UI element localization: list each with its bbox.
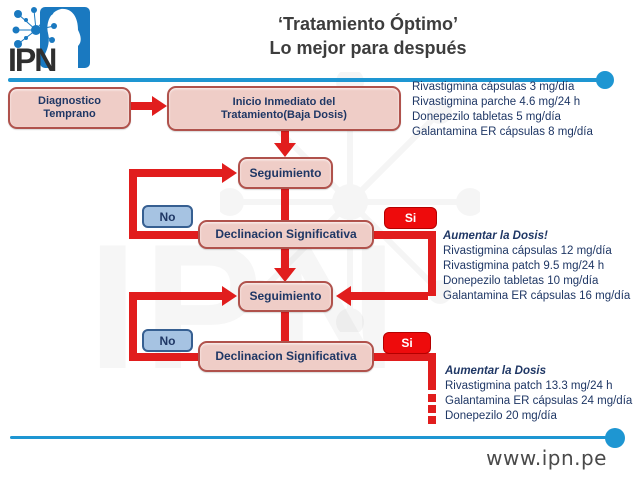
connector-inicio-seg1 xyxy=(281,131,289,145)
connector-si1-vertical xyxy=(428,231,436,296)
connector-dec1-seg2 xyxy=(281,249,289,269)
connector-si2-horizontal xyxy=(372,353,436,361)
arrowhead-down-icon xyxy=(274,143,296,157)
flow-box-inicio-tratamiento: Inicio Inmediato del Tratamiento(Baja Do… xyxy=(167,86,401,131)
note-mid-dose: Aumentar la Dosis! Rivastigmina cápsulas… xyxy=(443,229,638,304)
connector-no1-bottom xyxy=(129,231,198,239)
connector-si2-dash xyxy=(428,416,436,424)
note-line: Galantamina ER cápsulas 8 mg/día xyxy=(412,126,593,138)
note-line: Donepezilo tabletas 10 mg/día xyxy=(443,275,599,287)
title-line-2: Lo mejor para después xyxy=(269,38,467,58)
flow-box-seguimiento-1: Seguimiento xyxy=(238,157,333,189)
flow-box-seguimiento-2: Seguimiento xyxy=(238,281,333,312)
note-title: Aumentar la Dosis! xyxy=(443,230,548,242)
connector-seg1-dec1 xyxy=(281,189,289,221)
bottom-divider xyxy=(10,436,607,439)
top-divider-dot xyxy=(596,71,614,89)
logo-text: IPN xyxy=(8,42,55,78)
arrowhead-down-icon xyxy=(274,268,296,282)
slide-title: ‘Tratamiento Óptimo’ Lo mejor para despu… xyxy=(218,12,518,60)
note-line: Rivastigmina cápsulas 3 mg/día xyxy=(412,81,575,93)
neuron-dots-icon xyxy=(12,7,57,48)
note-line: Rivastigmina cápsulas 12 mg/día xyxy=(443,245,612,257)
connector-si2-vertical xyxy=(428,353,436,390)
connector-si1-horizontal xyxy=(372,231,433,239)
flow-box-declinacion-2: Declinacion Significativa xyxy=(198,341,374,372)
badge-si-2: Si xyxy=(383,332,431,354)
flow-box-declinacion-1: Declinacion Significativa xyxy=(198,220,374,249)
connector-seg2-dec2 xyxy=(281,312,289,342)
arrowhead-left-icon xyxy=(336,286,351,306)
note-line: Rivastigmina patch 9.5 mg/24 h xyxy=(443,260,605,272)
bottom-divider-dot xyxy=(605,428,625,448)
badge-si-1: Si xyxy=(384,207,437,229)
ipn-logo: IPN xyxy=(8,7,90,78)
title-line-1: ‘Tratamiento Óptimo’ xyxy=(277,14,459,34)
connector-diag-inicio xyxy=(131,102,155,110)
connector-no2-top xyxy=(129,292,222,300)
badge-no-2: No xyxy=(142,329,193,352)
note-line: Donepezilo 20 mg/día xyxy=(445,410,557,422)
connector-si1-into-seg2 xyxy=(350,292,428,300)
connector-no1-vertical xyxy=(129,169,137,239)
top-divider xyxy=(8,78,605,82)
note-line: Rivastigmina patch 13.3 mg/24 h xyxy=(445,380,613,392)
website-url: www.ipn.pe xyxy=(486,446,607,470)
arrowhead-right-icon xyxy=(222,163,237,183)
flow-box-diagnostico: Diagnostico Temprano xyxy=(8,87,131,129)
note-low-dose: Rivastigmina cápsulas 3 mg/día Rivastigm… xyxy=(412,80,632,140)
arrowhead-right-icon xyxy=(152,96,167,116)
connector-si2-dash xyxy=(428,405,436,413)
note-title: Aumentar la Dosis xyxy=(445,365,546,377)
note-high-dose: Aumentar la Dosis Rivastigmina patch 13.… xyxy=(445,364,638,424)
note-line: Rivastigmina parche 4.6 mg/24 h xyxy=(412,96,581,108)
connector-no2-bottom xyxy=(129,353,198,361)
connector-si2-dash xyxy=(428,394,436,402)
badge-no-1: No xyxy=(142,205,193,228)
note-line: Donepezilo tabletas 5 mg/día xyxy=(412,111,561,123)
connector-no2-vertical xyxy=(129,292,137,361)
connector-no1-top xyxy=(129,169,222,177)
note-line: Galantamina ER cápsulas 16 mg/día xyxy=(443,290,631,302)
arrowhead-right-icon xyxy=(222,286,237,306)
note-line: Galantamina ER cápsulas 24 mg/día xyxy=(445,395,633,407)
